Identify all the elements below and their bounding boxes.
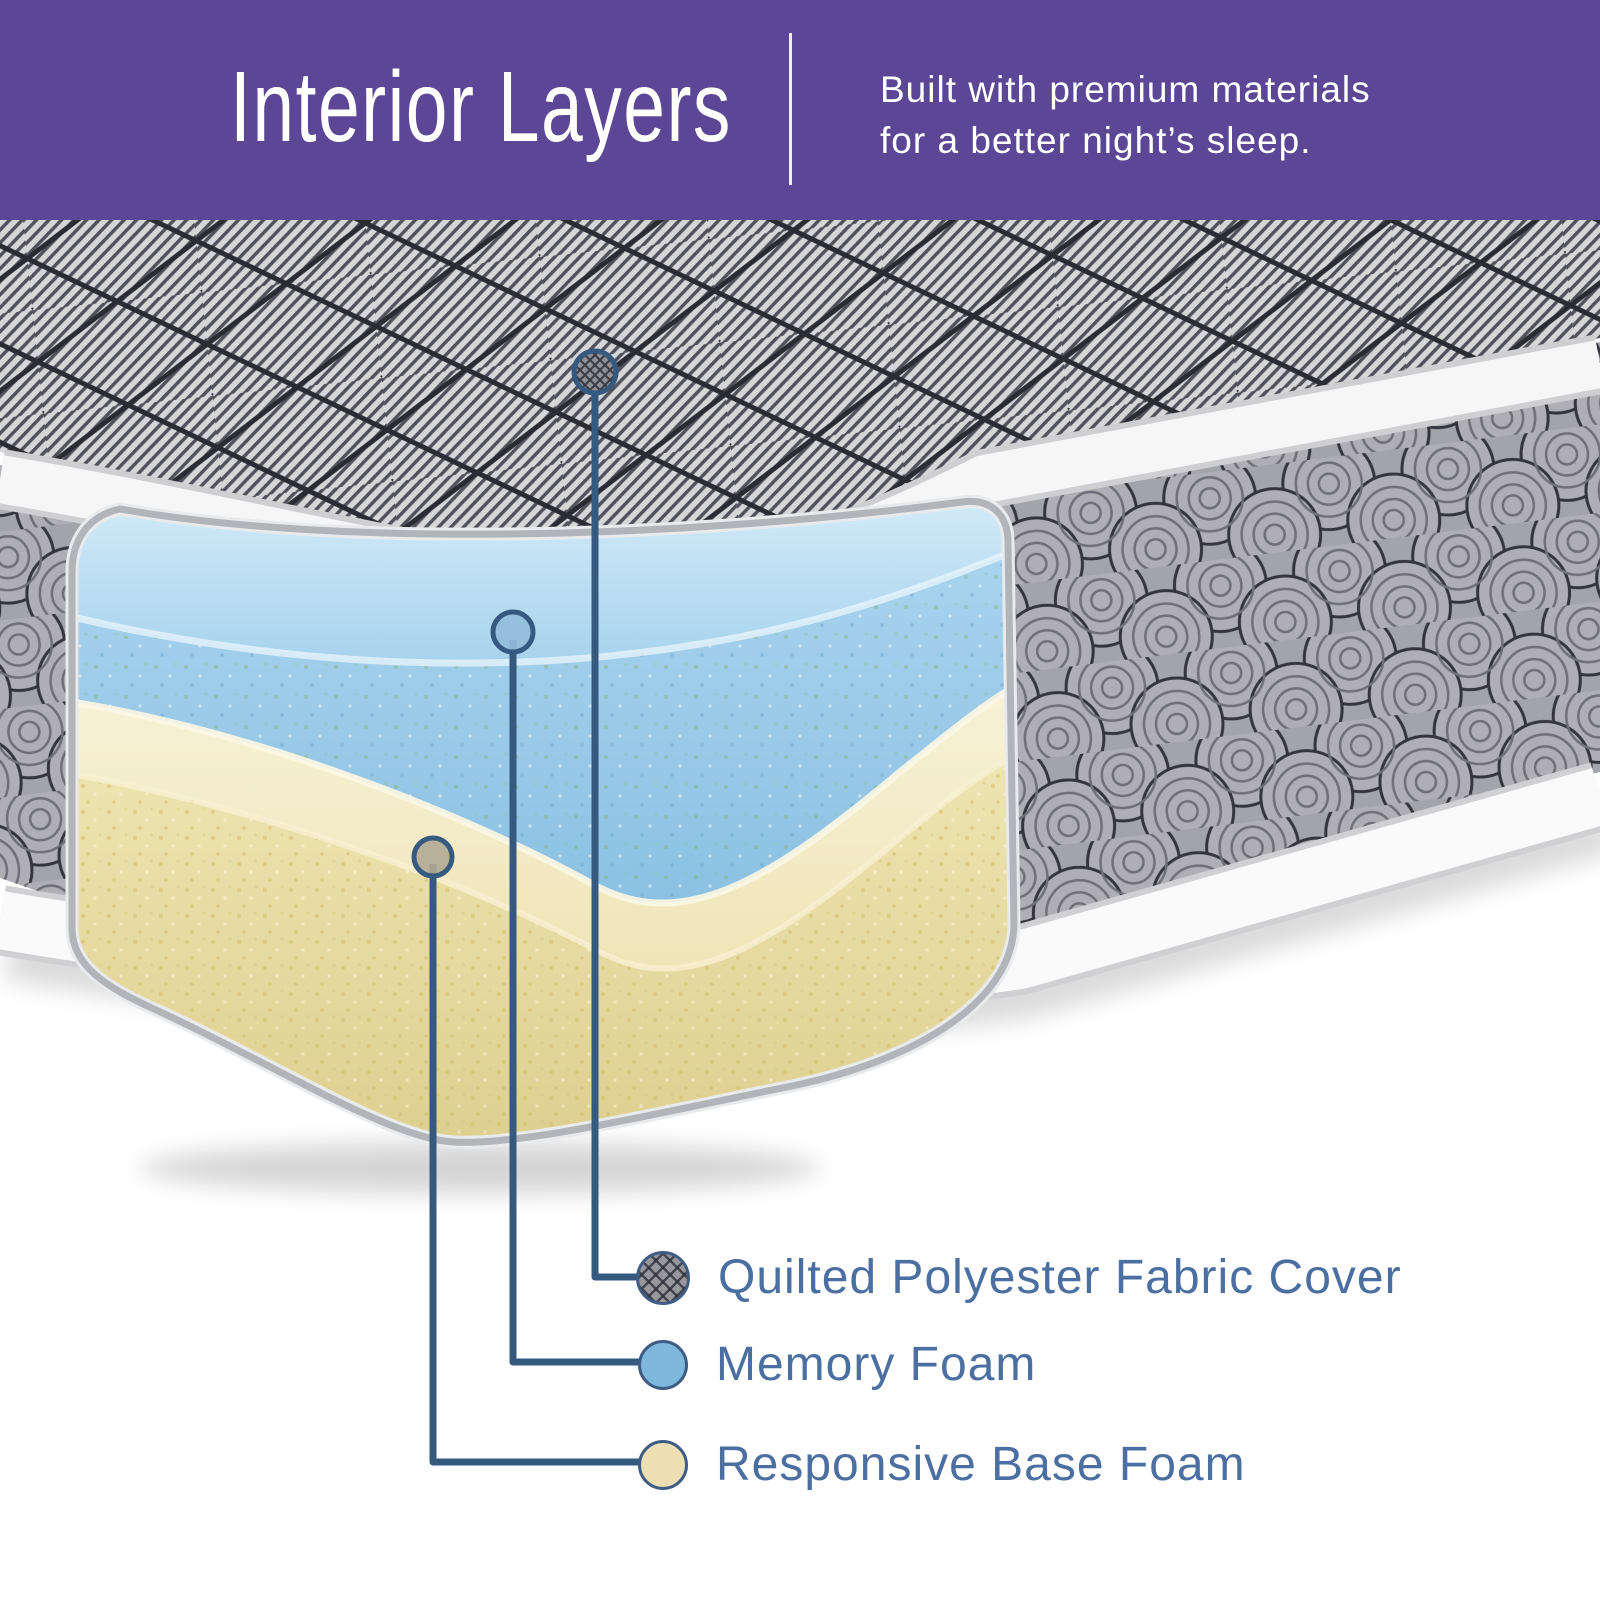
cutaway-shadow <box>140 1142 820 1194</box>
legend-label-base: Responsive Base Foam <box>716 1438 1246 1491</box>
page-title: Interior Layers <box>230 51 732 163</box>
callout-line-memory <box>509 640 650 1366</box>
header-divider <box>789 33 792 185</box>
callout-line-cover <box>591 378 648 1281</box>
mattress-top-fabric <box>0 220 1600 561</box>
header-tagline: Built with premium materials for a bette… <box>880 64 1371 166</box>
legend-label-memory: Memory Foam <box>716 1338 1037 1391</box>
base-foam-swatch-icon <box>638 1439 688 1490</box>
legend-row-memory: Memory Foam <box>638 1337 1036 1392</box>
tagline-line-2: for a better night’s sleep. <box>880 120 1312 161</box>
legend-label-cover: Quilted Polyester Fabric Cover <box>718 1251 1402 1304</box>
cover-marker-dot <box>571 348 619 396</box>
memory-foam-marker-dot <box>490 609 536 655</box>
base-foam-marker-dot <box>411 835 455 879</box>
legend-row-base: Responsive Base Foam <box>638 1437 1246 1492</box>
header-banner: Interior Layers Built with premium mater… <box>0 0 1600 220</box>
quilted-fabric-swatch-icon <box>636 1250 690 1305</box>
memory-foam-swatch-icon <box>638 1339 688 1390</box>
tagline-line-1: Built with premium materials <box>880 69 1371 110</box>
callout-line-base <box>429 864 650 1466</box>
legend-row-cover: Quilted Polyester Fabric Cover <box>636 1250 1402 1305</box>
